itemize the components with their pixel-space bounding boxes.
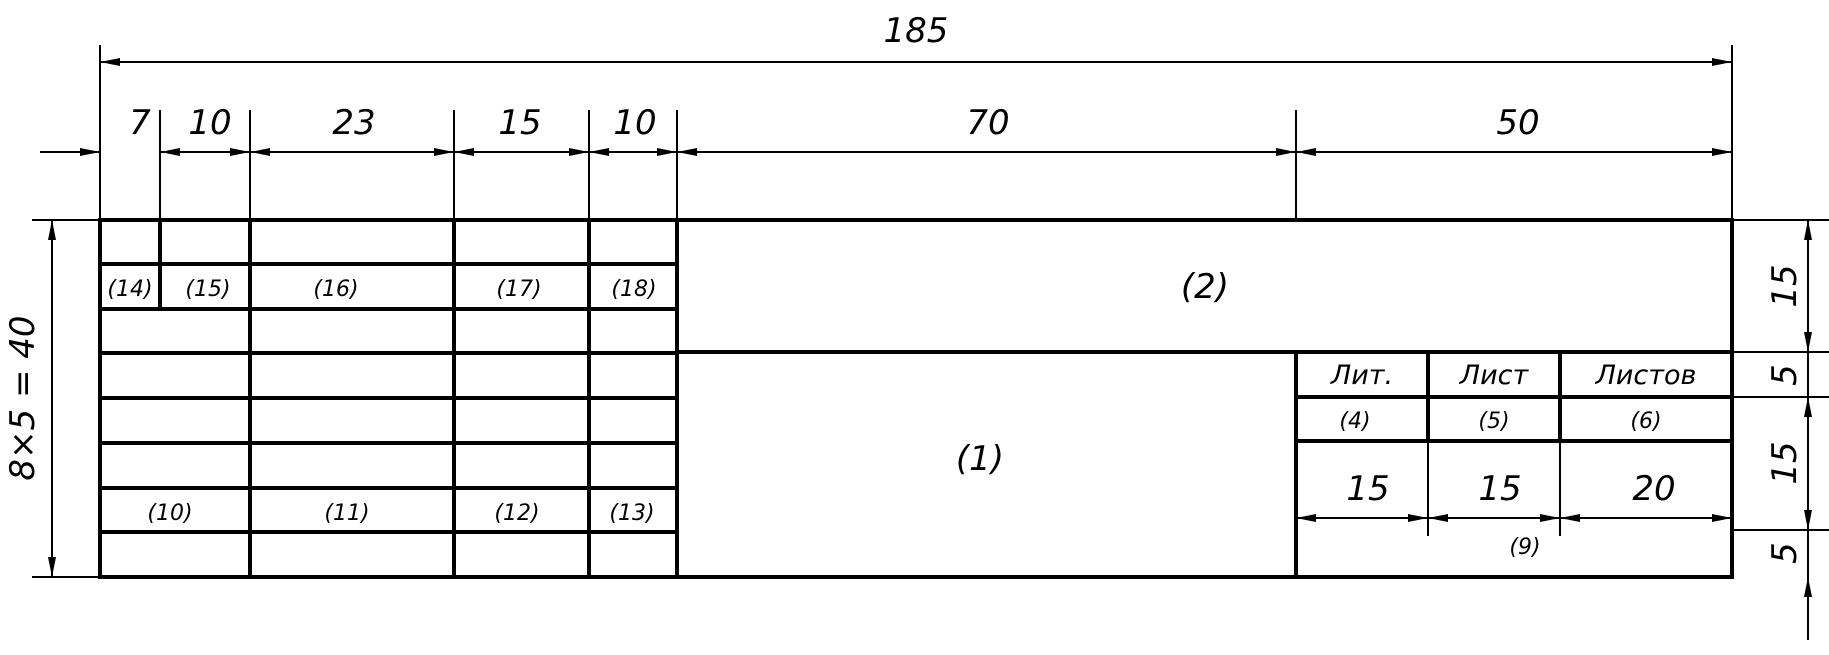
field-16: (16) <box>313 277 358 302</box>
dim-col-4: 15 <box>498 103 541 143</box>
dim-sheet-col-3: 20 <box>1632 469 1675 509</box>
top-dimensions <box>40 45 1733 220</box>
dim-right-1: 15 <box>1765 264 1805 307</box>
dim-right-2: 5 <box>1765 364 1805 386</box>
field-18: (18) <box>611 277 656 302</box>
field-13: (13) <box>609 501 654 526</box>
dim-overall-width: 185 <box>884 11 949 51</box>
dim-sheet-col-1: 15 <box>1346 469 1389 509</box>
dim-col-7: 50 <box>1496 103 1539 143</box>
left-dimension <box>32 219 100 578</box>
field-11: (11) <box>324 501 369 526</box>
field-5: (5) <box>1478 409 1509 434</box>
field-15: (15) <box>185 277 230 302</box>
title-block-frame <box>98 218 1734 579</box>
field-14: (14) <box>107 277 152 302</box>
field-2: (2) <box>1181 267 1229 307</box>
field-17: (17) <box>496 277 541 302</box>
dim-right-3: 15 <box>1765 441 1805 484</box>
right-dimension <box>1732 219 1829 640</box>
dim-right-4: 5 <box>1765 542 1805 564</box>
field-12: (12) <box>494 501 539 526</box>
field-4: (4) <box>1339 409 1370 434</box>
field-1: (1) <box>956 439 1004 479</box>
field-10: (10) <box>147 501 192 526</box>
field-6: (6) <box>1630 409 1661 434</box>
header-lit: Лит. <box>1330 360 1393 391</box>
dim-col-3: 23 <box>332 103 375 143</box>
header-listov: Листов <box>1595 360 1697 391</box>
dim-col-5: 10 <box>613 103 656 143</box>
dim-col-1: 7 <box>129 103 151 143</box>
dim-overall-height: 8×5 = 40 <box>3 315 43 480</box>
field-9: (9) <box>1509 535 1540 560</box>
dim-col-6: 70 <box>966 103 1009 143</box>
dim-col-2: 10 <box>188 103 231 143</box>
header-list: Лист <box>1459 360 1530 391</box>
dim-sheet-col-2: 15 <box>1478 469 1521 509</box>
